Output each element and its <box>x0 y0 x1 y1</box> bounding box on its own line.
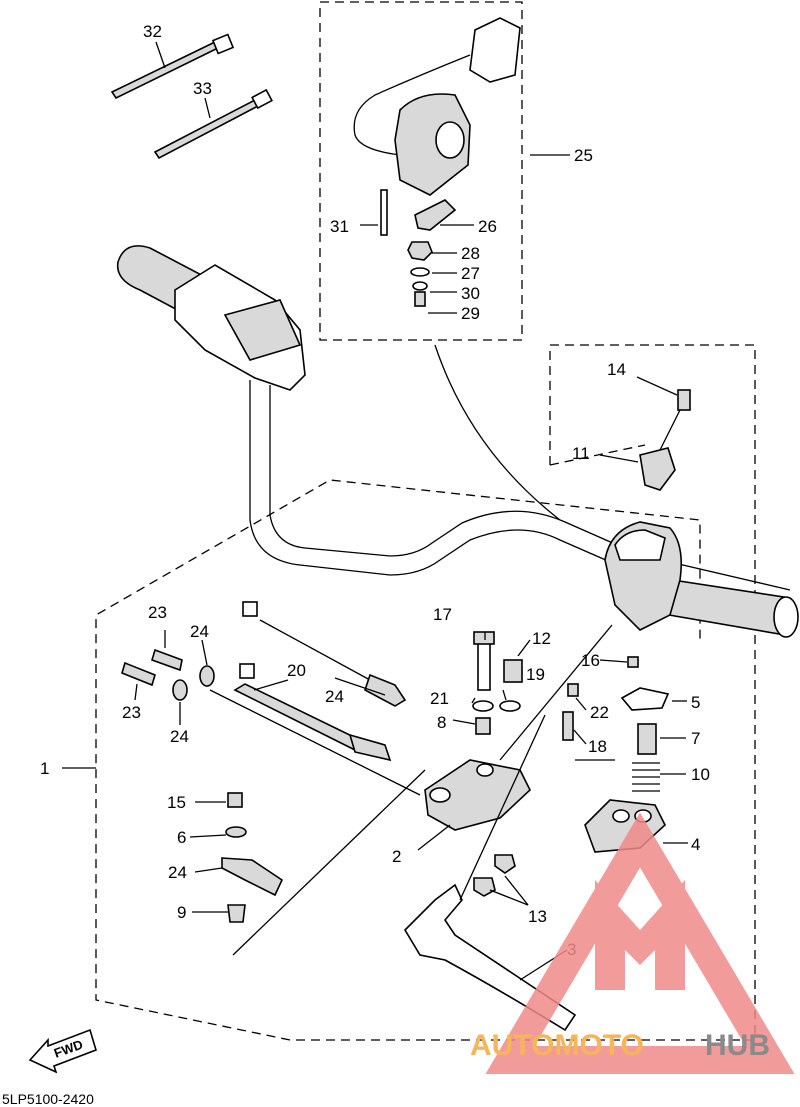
callout-25: 24 <box>325 687 344 706</box>
callout-32: 30 <box>461 284 480 303</box>
cable-tie-35 <box>153 98 260 160</box>
clip-9 <box>227 904 246 923</box>
callout-31: 29 <box>461 304 480 323</box>
nut-30 <box>407 241 433 261</box>
callout-26: 24 <box>168 863 187 882</box>
fwd-arrow: FWD <box>28 1028 97 1074</box>
callout-9: 9 <box>177 903 186 922</box>
callout-22: 22 <box>590 703 609 722</box>
callout-6: 6 <box>177 828 186 847</box>
screw-16 <box>627 656 639 668</box>
callout-19: 19 <box>526 665 545 684</box>
washer-19 <box>499 700 521 712</box>
callout-12: 12 <box>532 629 551 648</box>
connector-20 <box>239 663 255 679</box>
callout-23-bottom: 23 <box>122 703 141 722</box>
callout-35: 33 <box>193 79 212 98</box>
spring-10 <box>632 762 660 792</box>
washer-24a <box>199 665 215 687</box>
bushing-8 <box>475 717 491 735</box>
callout-18: 18 <box>588 737 607 756</box>
assembly-boundaries <box>95 1 756 1041</box>
callout-2: 2 <box>392 847 401 866</box>
right-switch-housing <box>604 521 683 631</box>
washer-21 <box>472 700 494 712</box>
callout-16: 16 <box>581 651 600 670</box>
callout-14: 14 <box>607 360 626 379</box>
screw-14 <box>677 389 691 411</box>
callout-10: 10 <box>691 765 710 784</box>
connector-25 <box>242 601 258 617</box>
bracket-28 <box>414 199 457 231</box>
callout-24-top: 24 <box>190 622 209 641</box>
callout-30: 28 <box>461 244 480 263</box>
callout-7: 7 <box>691 729 700 748</box>
plate-5 <box>620 687 670 711</box>
watermark-brand-part2: HUB <box>705 1029 770 1062</box>
cable-ties <box>110 33 273 160</box>
callout-21: 21 <box>430 689 449 708</box>
arrow-icon <box>28 1028 97 1074</box>
callout-33: 31 <box>330 217 349 236</box>
lever-assembly <box>121 601 670 1032</box>
pin-22 <box>567 683 579 697</box>
callout-34: 32 <box>143 22 162 41</box>
callout-24-bottom: 24 <box>170 727 189 746</box>
watermark-brand-part1: AUTOMOTO <box>470 1029 644 1062</box>
washer-6 <box>225 826 247 838</box>
lever-assembly-box <box>95 344 756 1041</box>
nut-13b <box>473 877 496 897</box>
callout-4: 4 <box>691 835 700 854</box>
bolt-17 <box>477 639 491 691</box>
bracket-box-edge <box>549 444 646 466</box>
callout-20: 20 <box>287 661 306 680</box>
callout-1: 1 <box>40 759 49 778</box>
switch-assembly-27 <box>353 17 561 521</box>
screw-23a <box>151 648 183 672</box>
callout-5: 5 <box>691 693 700 712</box>
callout-8: 8 <box>437 713 446 732</box>
collar-12 <box>503 659 523 683</box>
callout-28: 26 <box>478 217 497 236</box>
screw-23b <box>121 661 156 687</box>
callout-15: 15 <box>167 793 186 812</box>
callout-29: 27 <box>461 264 480 283</box>
callout-23-top: 23 <box>148 603 167 622</box>
screw-31 <box>414 291 426 307</box>
plunger-7 <box>637 723 657 755</box>
callout-17: 17 <box>433 605 452 624</box>
lever-holder-2 <box>424 759 531 831</box>
diagram-code: 5LP5100-2420 <box>2 1091 94 1107</box>
leader-lines <box>62 41 688 981</box>
callout-27: 25 <box>574 146 593 165</box>
callout-labels: 32 33 25 31 26 28 27 30 29 14 11 23 24 1… <box>40 22 710 959</box>
washer-32 <box>412 281 428 291</box>
triangle-logo-icon <box>485 812 795 1074</box>
cable-end-25 <box>364 673 407 707</box>
washer-24b <box>172 679 188 701</box>
pin-18 <box>562 711 574 741</box>
screw-33 <box>380 189 388 236</box>
callout-13: 13 <box>528 907 547 926</box>
connector <box>469 17 521 83</box>
callout-11: 11 <box>572 444 590 463</box>
clutch-lever-3 <box>403 883 577 1032</box>
watermark-logo <box>485 812 795 1074</box>
nut-13a <box>494 854 516 874</box>
screw-15 <box>227 792 243 808</box>
mirror-mount <box>639 389 691 491</box>
switch-26 <box>221 857 284 897</box>
washer-29 <box>410 267 430 277</box>
handlebar <box>116 245 799 638</box>
